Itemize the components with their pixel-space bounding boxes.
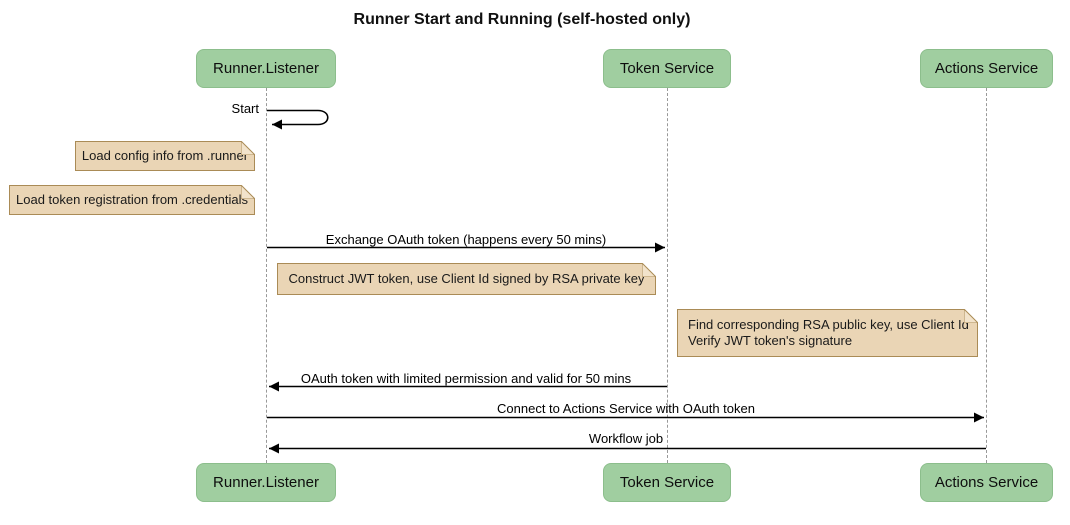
lifeline-token-service xyxy=(667,88,668,463)
actor-token-service-top: Token Service xyxy=(603,49,731,88)
message-label-exchange-oauth: Exchange OAuth token (happens every 50 m… xyxy=(325,232,607,247)
note-fold-icon xyxy=(241,185,255,199)
message-label-start: Start xyxy=(231,101,259,116)
note-fold-icon xyxy=(964,309,978,323)
note-text: Load token registration from .credential… xyxy=(16,192,248,207)
actor-label: Token Service xyxy=(619,474,715,491)
lifeline-actions-service xyxy=(986,88,987,463)
actor-label: Runner.Listener xyxy=(213,474,319,491)
actor-label: Token Service xyxy=(619,60,715,77)
message-label-oauth-return: OAuth token with limited permission and … xyxy=(300,371,632,386)
note-fold-icon xyxy=(642,263,656,277)
actor-label: Actions Service xyxy=(934,474,1039,491)
actor-token-service-bottom: Token Service xyxy=(603,463,731,502)
lifeline-runner-listener xyxy=(266,88,267,463)
note-construct-jwt: Construct JWT token, use Client Id signe… xyxy=(277,263,656,295)
note-fold-icon xyxy=(241,141,255,155)
message-arrow-start-self xyxy=(267,109,329,130)
message-label-connect: Connect to Actions Service with OAuth to… xyxy=(497,401,755,416)
note-load-config: Load config info from .runner xyxy=(75,141,255,171)
note-text-line-1: Find corresponding RSA public key, use C… xyxy=(688,317,969,332)
message-label-workflow-job: Workflow job xyxy=(588,431,664,446)
note-text: Construct JWT token, use Client Id signe… xyxy=(288,271,645,286)
note-load-token-registration: Load token registration from .credential… xyxy=(9,185,255,215)
actor-runner-listener-bottom: Runner.Listener xyxy=(196,463,336,502)
actor-label: Runner.Listener xyxy=(213,60,319,77)
actor-actions-service-bottom: Actions Service xyxy=(920,463,1053,502)
note-verify-jwt: Find corresponding RSA public key, use C… xyxy=(677,309,978,357)
actor-actions-service-top: Actions Service xyxy=(920,49,1053,88)
note-text-line-2: Verify JWT token's signature xyxy=(688,333,853,348)
diagram-title: Runner Start and Running (self-hosted on… xyxy=(353,11,691,28)
actor-runner-listener-top: Runner.Listener xyxy=(196,49,336,88)
actor-label: Actions Service xyxy=(934,60,1039,77)
note-text: Load config info from .runner xyxy=(81,148,249,163)
